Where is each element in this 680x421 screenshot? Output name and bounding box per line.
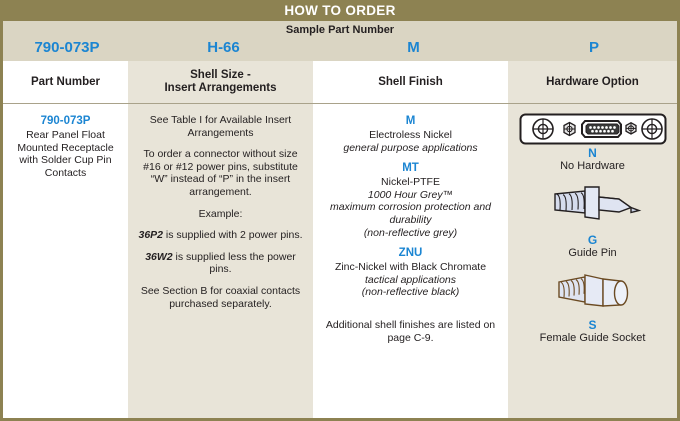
hardware-label-g: Guide Pin [568,247,617,259]
hardware-code-n: N [588,146,597,160]
guide-pin-icon [514,183,671,233]
sample-value-hardware-option: P [588,39,599,56]
shell-size-example-1: 36P2 is supplied with 2 power pins. [134,229,307,242]
shell-finish-name-znu: Zinc-Nickel with Black Chromate [334,261,487,274]
column-header-shell-size: Shell Size - Insert Arrangements [128,61,313,104]
column-header-part-number: Part Number [3,61,128,104]
shell-size-coaxial-note: See Section B for coaxial contacts purch… [140,284,301,310]
hardware-code-g: G [587,233,598,247]
shell-finish-footnote: Additional shell finishes are listed on … [325,318,496,344]
guide-socket-icon [514,270,671,318]
column-part-number: Part Number 790-073P Rear Panel Float Mo… [3,61,128,418]
part-number-description: Rear Panel Float Mounted Receptacle with… [17,129,114,179]
shell-size-available-inserts: See Table I for Available Insert Arrange… [149,114,292,139]
table-columns: Part Number 790-073P Rear Panel Float Mo… [3,61,677,418]
shell-finish-note-m: general purpose applications [343,141,478,154]
shell-size-example-1-code: 36P2 [138,229,164,242]
shell-finish-code-mt: MT [402,162,419,175]
column-body-hardware-option: N No Hardware [508,104,677,418]
part-number-code: 790-073P [40,115,91,127]
shell-finish-option-mt: MT Nickel-PTFE 1000 Hour Grey™ maximum c… [319,161,502,239]
shell-finish-option-m: M Electroless Nickel general purpose app… [319,114,502,154]
column-shell-finish: Shell Finish M Electroless Nickel genera… [313,61,508,418]
shell-size-example-2: 36W2 is supplied less the power pins. [134,251,307,276]
dsub-connector-icon [514,112,671,146]
sample-value-shell-size: H-66 [207,39,240,56]
shell-size-example-label: Example: [198,207,243,220]
shell-size-example-2-text: is supplied less the power pins. [172,250,296,276]
shell-finish-note-mt-3: (non-reflective grey) [363,226,458,239]
shell-finish-note-znu-1: tactical applications [364,273,457,286]
shell-finish-note-mt-1: 1000 Hour Grey™ [367,188,454,201]
column-header-hardware-option: Hardware Option [508,61,677,104]
sample-part-number-row: 790-073P H-66 M P [3,37,677,59]
shell-size-substitution-note: To order a connector without size #16 or… [143,148,298,198]
column-hardware-option: Hardware Option [508,61,677,418]
shell-finish-note-znu-2: (non-reflective black) [361,286,460,299]
column-header-shell-finish: Shell Finish [313,61,508,104]
shell-finish-note-mt-2: maximum corrosion protection and durabil… [329,201,492,226]
hardware-option-n: N No Hardware [514,112,671,173]
hardware-label-n: No Hardware [560,160,625,172]
sample-value-part-number: 790-073P [34,39,100,56]
sample-part-number-band: Sample Part Number 790-073P H-66 M P [3,21,677,61]
shell-finish-name-m: Electroless Nickel [369,129,452,141]
shell-size-example-1-text: is supplied with 2 power pins. [163,229,303,242]
table-title: HOW TO ORDER [3,0,677,21]
column-shell-size: Shell Size - Insert Arrangements See Tab… [128,61,313,418]
shell-finish-option-znu: ZNU Zinc-Nickel with Black Chromate tact… [319,246,502,299]
hardware-option-g: G Guide Pin [514,183,671,260]
shell-finish-code-m: M [405,115,416,127]
column-body-part-number: 790-073P Rear Panel Float Mounted Recept… [3,104,128,418]
hardware-option-s: S Female Guide Socket [514,270,671,345]
shell-finish-name-mt: Nickel-PTFE [381,176,440,189]
shell-finish-code-znu: ZNU [398,247,423,260]
hardware-code-s: S [588,318,597,332]
sample-value-shell-finish: M [407,39,420,56]
shell-size-example-2-code: 36W2 [145,250,173,263]
column-body-shell-finish: M Electroless Nickel general purpose app… [313,104,508,418]
hardware-label-s: Female Guide Socket [539,332,646,344]
column-body-shell-size: See Table I for Available Insert Arrange… [128,104,313,418]
sample-part-number-caption: Sample Part Number [285,24,395,36]
